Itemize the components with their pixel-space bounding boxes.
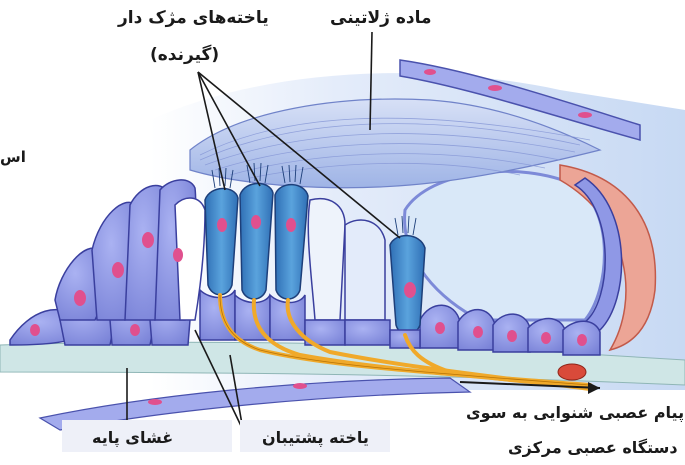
label-basal-membrane: غشای پایه bbox=[92, 428, 173, 447]
label-signal-line2: دستگاه عصبی مرکزی bbox=[508, 438, 678, 457]
nucleus bbox=[424, 69, 436, 75]
label-left-edge: اس bbox=[0, 148, 26, 166]
label-signal-line1: پیام عصبی شنوایی به سوی bbox=[466, 403, 684, 422]
label-supporting-cell: یاخته پشتیبان bbox=[262, 428, 369, 447]
hair-cell bbox=[205, 188, 238, 294]
nucleus bbox=[488, 85, 502, 91]
label-hair-cells: یاخته‌های مژک دار bbox=[118, 8, 269, 28]
nucleus bbox=[293, 383, 307, 389]
label-hair-cells-sub: (گیرنده) bbox=[150, 45, 219, 65]
label-gelatinous: ماده ژلاتینی bbox=[330, 8, 432, 28]
nucleus bbox=[578, 112, 592, 118]
blood-cell bbox=[558, 364, 586, 380]
nucleus bbox=[148, 399, 162, 405]
